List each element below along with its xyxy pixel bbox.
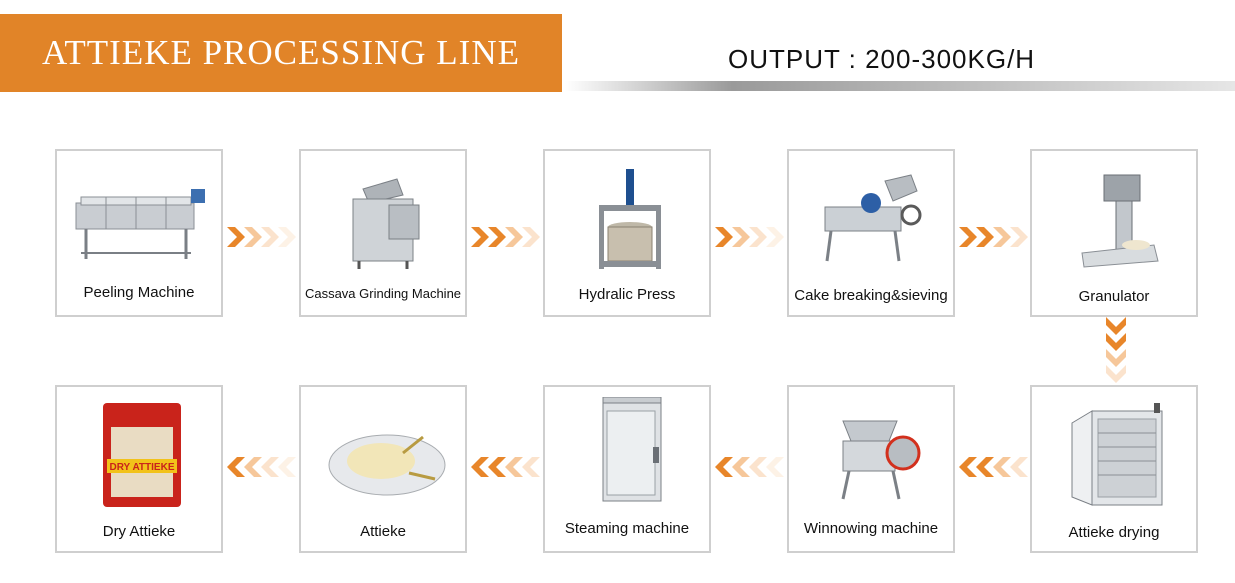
peeling-machine-icon <box>75 189 205 259</box>
winnowing-machine-icon <box>841 420 921 500</box>
step-card-drying: Attieke drying <box>1030 385 1198 553</box>
flow-arrow-down <box>1106 317 1126 383</box>
granulator-icon <box>1081 174 1159 268</box>
page-title: ATTIEKE PROCESSING LINE <box>42 33 520 72</box>
step-card-peeling: Peeling Machine <box>55 149 223 317</box>
flow-arrow-left-1 <box>959 457 1028 477</box>
flow-arrow-right-2 <box>471 227 540 247</box>
step-label: Attieke <box>360 523 406 540</box>
flow-arrow-left-2 <box>715 457 784 477</box>
flow-arrow-right-1 <box>227 227 296 247</box>
flow-arrow-left-4 <box>227 457 296 477</box>
step-card-press: Hydralic Press <box>543 149 711 317</box>
grinding-machine-icon <box>352 178 420 269</box>
step-card-attieke: Attieke <box>299 385 467 553</box>
attieke-plate-icon <box>328 434 446 496</box>
step-label: Winnowing machine <box>803 520 939 537</box>
step-card-grinding: Cassava Grinding Machine <box>299 149 467 317</box>
steaming-cabinet-icon <box>602 397 662 502</box>
step-card-granulator: Granulator <box>1030 149 1198 317</box>
flow-arrow-left-3 <box>471 457 540 477</box>
step-label: Attieke drying <box>1068 524 1160 541</box>
drying-oven-icon <box>1071 403 1163 506</box>
step-card-steaming: Steaming machine <box>543 385 711 553</box>
hydraulic-press-icon <box>599 169 661 269</box>
flow-arrow-right-3 <box>715 227 784 247</box>
step-label: Peeling Machine <box>83 284 195 301</box>
step-card-sieving: Cake breaking&sieving <box>787 149 955 317</box>
bag-text: DRY ATTIEKE <box>109 462 174 473</box>
title-banner: ATTIEKE PROCESSING LINE <box>0 14 562 92</box>
flow-arrow-right-4 <box>959 227 1028 247</box>
step-label: Cake breaking&sieving <box>794 287 948 304</box>
dry-attieke-bag-icon: DRY ATTIEKE <box>103 403 181 507</box>
step-label: Cassava Grinding Machine <box>304 286 462 301</box>
step-label: Steaming machine <box>564 520 690 537</box>
sieving-machine-icon <box>824 174 922 262</box>
step-label: Granulator <box>1078 288 1150 305</box>
output-capacity: OUTPUT : 200-300KG/H <box>728 44 1036 74</box>
header-underline <box>565 81 1235 91</box>
step-card-dry-attieke: DRY ATTIEKE Dry Attieke <box>55 385 223 553</box>
step-label: Hydralic Press <box>578 286 676 303</box>
step-label: Dry Attieke <box>102 523 176 540</box>
step-card-winnowing: Winnowing machine <box>787 385 955 553</box>
